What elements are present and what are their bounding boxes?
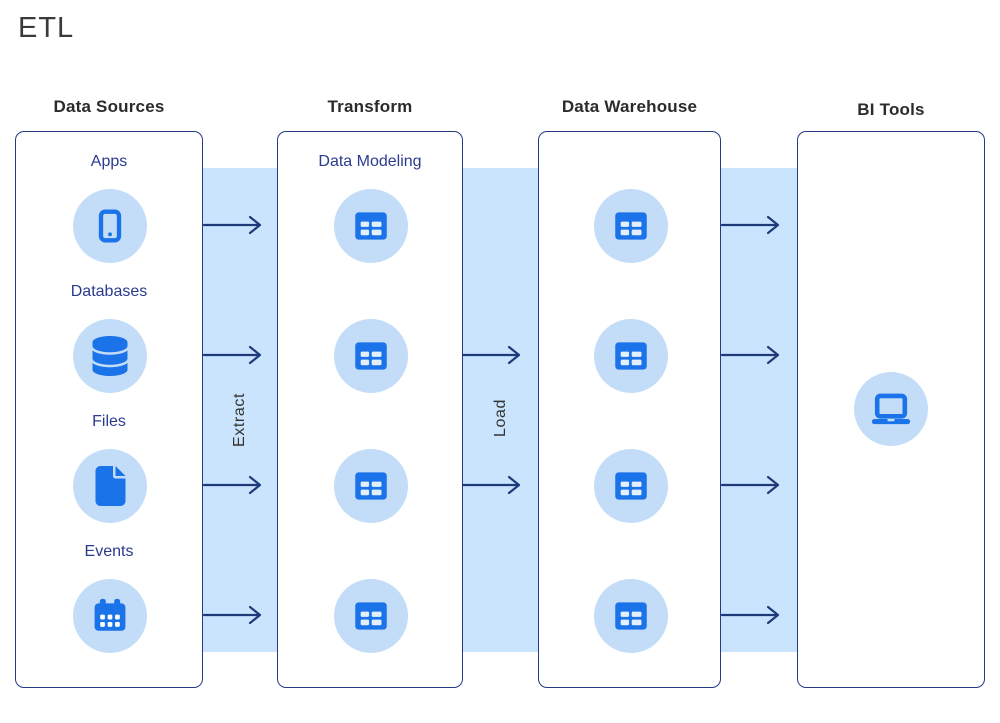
warehouse-table-circle-1 xyxy=(594,189,668,263)
item-label-events: Events xyxy=(84,543,134,560)
files-icon-circle xyxy=(73,449,147,523)
bi-tools-box xyxy=(797,131,985,688)
table-icon xyxy=(615,602,647,630)
table-icon xyxy=(355,602,387,630)
transform-box: Data Modeling xyxy=(277,131,463,688)
column-header-data-warehouse: Data Warehouse xyxy=(561,97,698,116)
table-icon xyxy=(355,472,387,500)
transform-table-circle-3 xyxy=(334,449,408,523)
extract-flow-label: Extract xyxy=(203,372,277,468)
load-label-text: Load xyxy=(491,399,509,437)
item-label-data-modeling: Data Modeling xyxy=(318,153,422,170)
transform-table-circle-4 xyxy=(334,579,408,653)
file-icon xyxy=(95,466,125,506)
table-icon xyxy=(615,472,647,500)
column-header-bi-tools: BI Tools xyxy=(857,100,925,119)
column-header-data-sources: Data Sources xyxy=(53,97,165,116)
apps-icon-circle xyxy=(73,189,147,263)
item-label-apps: Apps xyxy=(90,153,128,170)
warehouse-table-circle-4 xyxy=(594,579,668,653)
data-warehouse-box xyxy=(538,131,721,688)
laptop-icon xyxy=(871,393,911,425)
table-icon xyxy=(355,212,387,240)
warehouse-table-circle-3 xyxy=(594,449,668,523)
column-header-transform: Transform xyxy=(327,97,413,116)
table-icon xyxy=(355,342,387,370)
load-flow-label: Load xyxy=(463,370,538,466)
table-icon xyxy=(615,342,647,370)
page-title: ETL xyxy=(18,12,75,44)
extract-label-text: Extract xyxy=(231,393,248,447)
events-icon-circle xyxy=(73,579,147,653)
table-icon xyxy=(615,212,647,240)
transform-table-circle-2 xyxy=(334,319,408,393)
warehouse-table-circle-2 xyxy=(594,319,668,393)
calendar-icon xyxy=(94,598,126,631)
data-sources-box: Apps Databases Files Events xyxy=(15,131,203,688)
bi-tools-icon-circle xyxy=(854,372,928,446)
item-label-files: Files xyxy=(92,413,126,430)
item-label-databases: Databases xyxy=(70,283,148,300)
database-icon xyxy=(92,336,128,376)
databases-icon-circle xyxy=(73,319,147,393)
phone-icon xyxy=(98,209,122,243)
transform-table-circle-1 xyxy=(334,189,408,263)
